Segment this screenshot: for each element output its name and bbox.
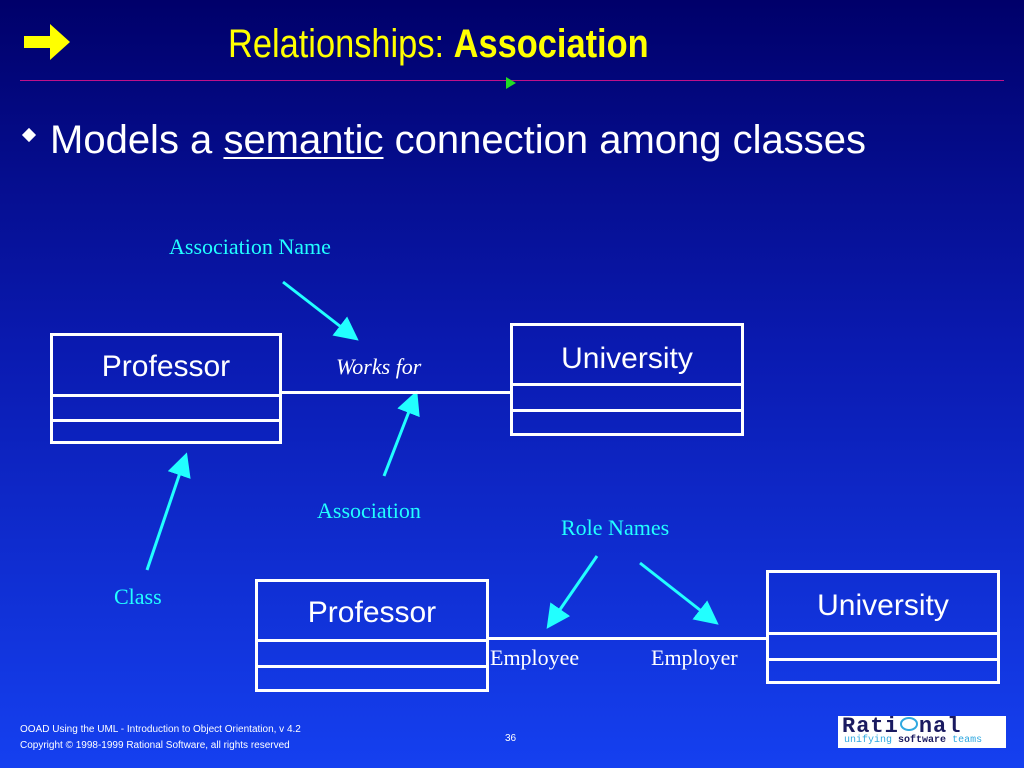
- class-compartment-divider: [53, 419, 279, 422]
- logo-o-icon: [899, 717, 918, 731]
- page-number: 36: [505, 733, 517, 744]
- professor-class-bottom: Professor: [255, 579, 489, 692]
- logo-tagline: unifying software teams: [844, 735, 983, 746]
- title-emphasis: Association: [453, 22, 649, 66]
- class-name: University: [817, 589, 949, 622]
- association-line-top: [282, 391, 512, 394]
- association-arrow: [382, 390, 420, 477]
- class-compartment-divider: [258, 665, 486, 668]
- class-compartment-divider: [258, 639, 486, 642]
- bullet-text: Models a semantic connection among class…: [50, 118, 866, 163]
- play-marker-icon: [506, 77, 516, 89]
- bullet-text-after: connection among classes: [394, 118, 867, 162]
- professor-class-top: Professor: [50, 333, 282, 444]
- title-prefix: Relationships:: [228, 22, 445, 66]
- footer-line-1: OOAD Using the UML - Introduction to Obj…: [20, 724, 301, 735]
- class-name: Professor: [101, 350, 231, 383]
- class-compartment-divider: [769, 658, 997, 661]
- right-arrow-icon: [24, 24, 70, 60]
- class-arrow: [145, 452, 191, 571]
- association-name-label: Works for: [336, 354, 422, 379]
- university-class-top: University: [510, 323, 744, 436]
- role-names-callout: Role Names: [561, 515, 670, 540]
- bullet-text-before: Models a: [50, 118, 213, 162]
- association-name-callout: Association Name: [169, 234, 331, 259]
- class-compartment-divider: [513, 383, 741, 386]
- role-name-employee: Employee: [490, 645, 580, 670]
- slide-title: Relationships: Association: [228, 22, 649, 67]
- association-name-arrow: [282, 280, 359, 341]
- class-callout: Class: [114, 584, 162, 609]
- bullet-text-underlined: semantic: [223, 118, 384, 162]
- class-compartment-divider: [53, 394, 279, 397]
- association-callout: Association: [317, 498, 421, 523]
- role-name-employer: Employer: [651, 645, 738, 670]
- class-compartment-divider: [513, 409, 741, 412]
- class-name: University: [561, 342, 693, 375]
- role-name-arrow-right: [639, 561, 719, 625]
- class-name: Professor: [307, 596, 437, 629]
- university-class-bottom: University: [766, 570, 1000, 684]
- association-line-bottom: [489, 637, 768, 640]
- class-compartment-divider: [769, 632, 997, 635]
- footer-line-2: Copyright © 1998-1999 Rational Software,…: [20, 740, 290, 751]
- role-name-arrow-left: [546, 555, 599, 629]
- footer-copyright: OOAD Using the UML - Introduction to Obj…: [20, 722, 301, 754]
